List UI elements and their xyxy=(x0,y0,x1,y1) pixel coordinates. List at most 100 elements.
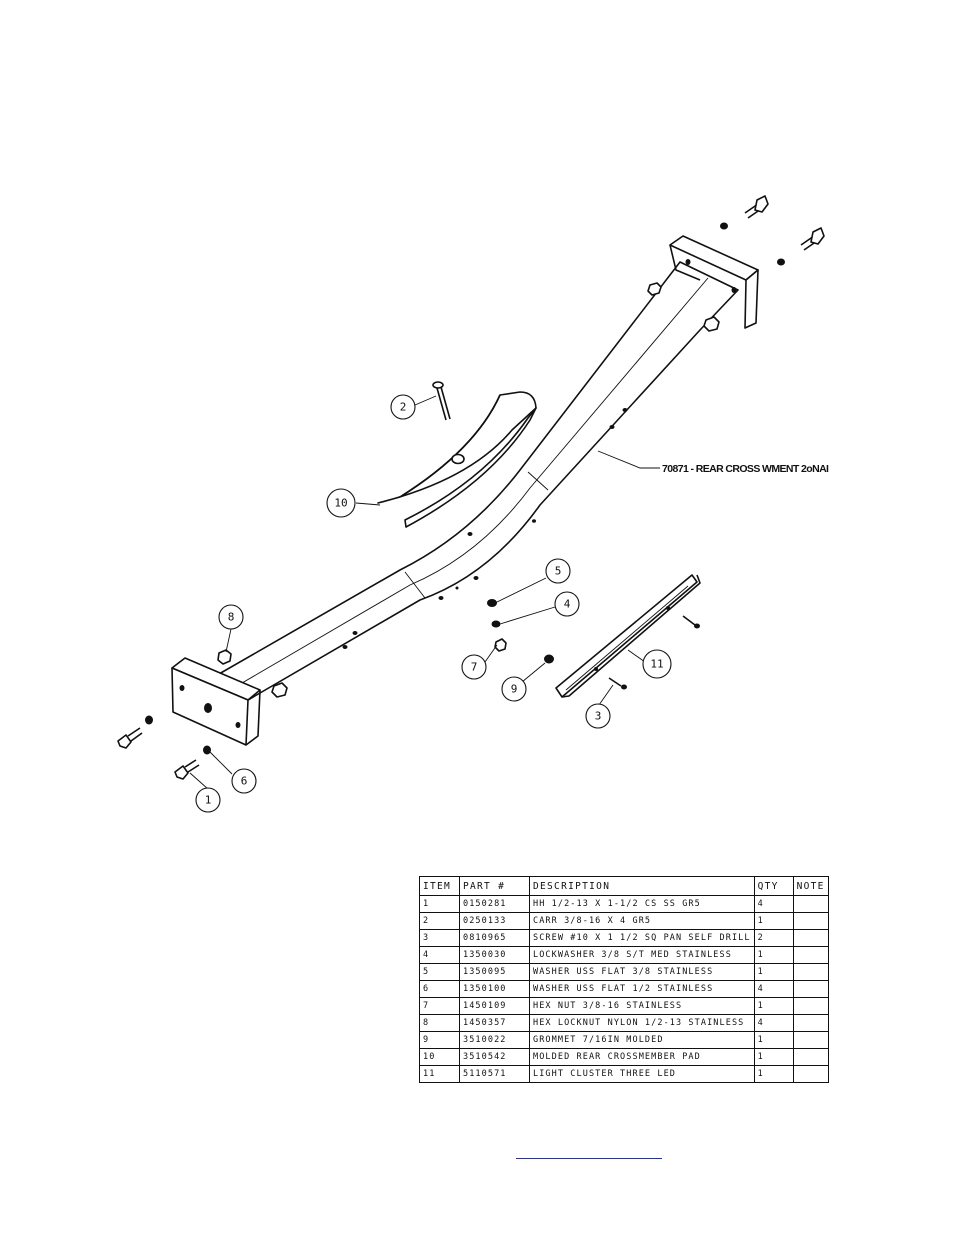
light-cluster xyxy=(555,574,701,698)
rear-cross-member xyxy=(211,261,739,701)
cell-part: 5110571 xyxy=(459,1065,530,1083)
cell-qty: 1 xyxy=(753,1048,794,1066)
cell-description: GROMMET 7/16IN MOLDED xyxy=(529,1031,755,1049)
svg-text:6: 6 xyxy=(241,775,248,788)
cell-description: HEX NUT 3/8-16 STAINLESS xyxy=(529,997,755,1015)
svg-text:10: 10 xyxy=(334,497,347,510)
cell-description: SCREW #10 X 1 1/2 SQ PAN SELF DRILL xyxy=(529,929,755,947)
cell-qty: 1 xyxy=(753,1031,794,1049)
cell-description: MOLDED REAR CROSSMEMBER PAD xyxy=(529,1048,755,1066)
cell-description: HEX LOCKNUT NYLON 1/2-13 STAINLESS xyxy=(529,1014,755,1032)
cell-note xyxy=(792,1031,829,1049)
cell-item: 11 xyxy=(419,1065,460,1083)
cell-qty: 1 xyxy=(753,912,794,930)
carriage-bolt xyxy=(432,381,451,421)
cell-part: 3510022 xyxy=(459,1031,530,1049)
cell-note xyxy=(792,1014,829,1032)
exploded-assembly-drawing: 70871 - REAR CROSS WMENT 2oNAI 1 2 3 4 5… xyxy=(117,195,830,813)
cell-item: 2 xyxy=(419,912,460,930)
bolt-right-lower xyxy=(777,227,825,266)
cell-note xyxy=(792,946,829,964)
left-end-bracket xyxy=(171,657,288,746)
cell-note xyxy=(792,929,829,947)
cell-part: 1350100 xyxy=(459,980,530,998)
assembly-callout: 70871 - REAR CROSS WMENT 2oNAI xyxy=(662,463,829,475)
cell-item: 7 xyxy=(419,997,460,1015)
svg-text:3: 3 xyxy=(595,710,602,723)
hex-nut-3-8 xyxy=(494,638,507,652)
cell-qty: 4 xyxy=(753,1014,794,1032)
cell-part: 0250133 xyxy=(459,912,530,930)
col-note-header: NOTE xyxy=(792,876,829,896)
balloon-2: 2 xyxy=(390,394,416,420)
washer-3-8 xyxy=(487,599,497,607)
bolt-right-upper xyxy=(720,195,769,230)
balloon-11: 11 xyxy=(642,649,672,679)
molded-pad xyxy=(377,391,537,528)
cell-description: WASHER USS FLAT 3/8 STAINLESS xyxy=(529,963,755,981)
col-description-header: DESCRIPTION xyxy=(529,876,755,896)
bolt-left-lower xyxy=(174,745,211,780)
svg-text:2: 2 xyxy=(400,401,407,414)
cell-qty: 1 xyxy=(753,997,794,1015)
cell-part: 1350030 xyxy=(459,946,530,964)
cell-qty: 1 xyxy=(753,1065,794,1083)
cell-item: 8 xyxy=(419,1014,460,1032)
cell-description: CARR 3/8-16 X 4 GR5 xyxy=(529,912,755,930)
cell-qty: 4 xyxy=(753,980,794,998)
balloon-3: 3 xyxy=(585,703,611,729)
balloon-9: 9 xyxy=(501,676,527,702)
cell-description: HH 1/2-13 X 1-1/2 CS SS GR5 xyxy=(529,895,755,913)
svg-text:1: 1 xyxy=(205,794,212,807)
cell-note xyxy=(792,980,829,998)
cell-part: 3510542 xyxy=(459,1048,530,1066)
leader-lines xyxy=(189,395,660,790)
svg-text:4: 4 xyxy=(564,598,571,611)
cell-item: 5 xyxy=(419,963,460,981)
cell-description: WASHER USS FLAT 1/2 STAINLESS xyxy=(529,980,755,998)
cell-qty: 2 xyxy=(753,929,794,947)
cell-description: LIGHT CLUSTER THREE LED xyxy=(529,1065,755,1083)
balloon-8: 8 xyxy=(218,604,244,630)
balloon-5: 5 xyxy=(545,558,571,584)
svg-text:8: 8 xyxy=(228,611,235,624)
bom-header-row: ITEM PART # DESCRIPTION QTY NOTE xyxy=(419,876,829,896)
balloon-1: 1 xyxy=(195,787,221,813)
cell-part: 1350095 xyxy=(459,963,530,981)
cell-item: 10 xyxy=(419,1048,460,1066)
cell-note xyxy=(792,1065,829,1083)
grommet xyxy=(544,654,554,664)
cell-part: 1450357 xyxy=(459,1014,530,1032)
svg-text:9: 9 xyxy=(511,683,518,696)
balloon-4: 4 xyxy=(554,591,580,617)
cell-qty: 1 xyxy=(753,946,794,964)
cell-note xyxy=(792,997,829,1015)
svg-text:11: 11 xyxy=(650,658,663,671)
balloon-7: 7 xyxy=(461,654,487,680)
cell-note xyxy=(792,963,829,981)
bolt-left-upper xyxy=(117,715,153,749)
cell-qty: 1 xyxy=(753,963,794,981)
hyperlink-underline[interactable] xyxy=(516,1158,662,1159)
cell-note xyxy=(792,1048,829,1066)
screw-lower xyxy=(608,677,627,690)
locknut-left xyxy=(217,649,232,665)
cell-item: 9 xyxy=(419,1031,460,1049)
col-item-header: ITEM xyxy=(419,876,460,896)
cell-note xyxy=(792,912,829,930)
cell-item: 3 xyxy=(419,929,460,947)
svg-text:5: 5 xyxy=(555,565,562,578)
cell-item: 1 xyxy=(419,895,460,913)
cell-part: 1450109 xyxy=(459,997,530,1015)
svg-text:7: 7 xyxy=(471,661,478,674)
col-part-header: PART # xyxy=(459,876,530,896)
